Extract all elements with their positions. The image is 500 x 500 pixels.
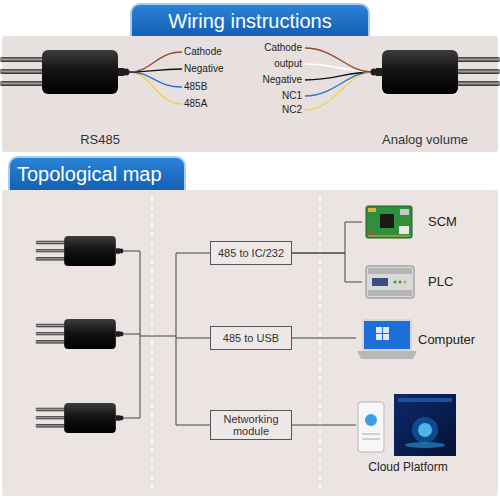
connector-line bbox=[292, 338, 356, 339]
wire-label: NC2 bbox=[282, 104, 302, 116]
connector-line bbox=[292, 253, 362, 282]
node-text: SCM bbox=[428, 214, 457, 230]
device-node: Cloud Platform bbox=[356, 392, 460, 478]
analog-sensor bbox=[305, 48, 500, 110]
wire-label: 485B bbox=[184, 81, 207, 93]
rs485-sensor bbox=[0, 50, 182, 104]
node-text: Computer bbox=[418, 332, 475, 348]
part-name: Analog volume bbox=[382, 132, 468, 148]
device-node: SCM bbox=[362, 202, 490, 242]
wire-label: Negative bbox=[263, 74, 302, 86]
node-text: 485 to USB bbox=[223, 332, 279, 344]
field-sensor bbox=[36, 236, 124, 433]
node-text: PLC bbox=[428, 274, 453, 290]
cloud-devices bbox=[358, 394, 456, 456]
connector-line bbox=[292, 222, 362, 253]
wire-label: Cathode bbox=[264, 42, 302, 54]
part-name: RS485 bbox=[80, 132, 120, 148]
node-text: Wiring instructions bbox=[168, 9, 331, 33]
device-node: Computer bbox=[356, 316, 490, 364]
connector-line bbox=[292, 425, 356, 426]
converter-box: 485 to USB bbox=[210, 326, 292, 350]
node-text: Topological map bbox=[17, 162, 162, 186]
plc-unit bbox=[366, 266, 414, 298]
node-text: Networking module bbox=[214, 413, 288, 437]
node-text: Cloud Platform bbox=[368, 459, 447, 475]
section-heading: Wiring instructions bbox=[130, 3, 370, 36]
divider-line bbox=[152, 196, 320, 492]
laptop bbox=[357, 319, 417, 359]
converter-box: 485 to IC/232 bbox=[210, 241, 292, 265]
wire-label: output bbox=[274, 58, 302, 70]
section-heading: Topological map bbox=[8, 156, 186, 190]
converter-box: Networking module bbox=[210, 410, 292, 440]
device-node: PLC bbox=[362, 262, 490, 302]
scm-board bbox=[366, 206, 412, 238]
wire-label: NC1 bbox=[282, 90, 302, 102]
wire-label: Negative bbox=[184, 63, 223, 75]
topology-panel bbox=[2, 190, 498, 496]
bus-wire bbox=[124, 251, 210, 425]
node-text: 485 to IC/232 bbox=[218, 247, 284, 259]
wire-label: 485A bbox=[184, 98, 207, 110]
wire-label: Cathode bbox=[184, 46, 222, 58]
